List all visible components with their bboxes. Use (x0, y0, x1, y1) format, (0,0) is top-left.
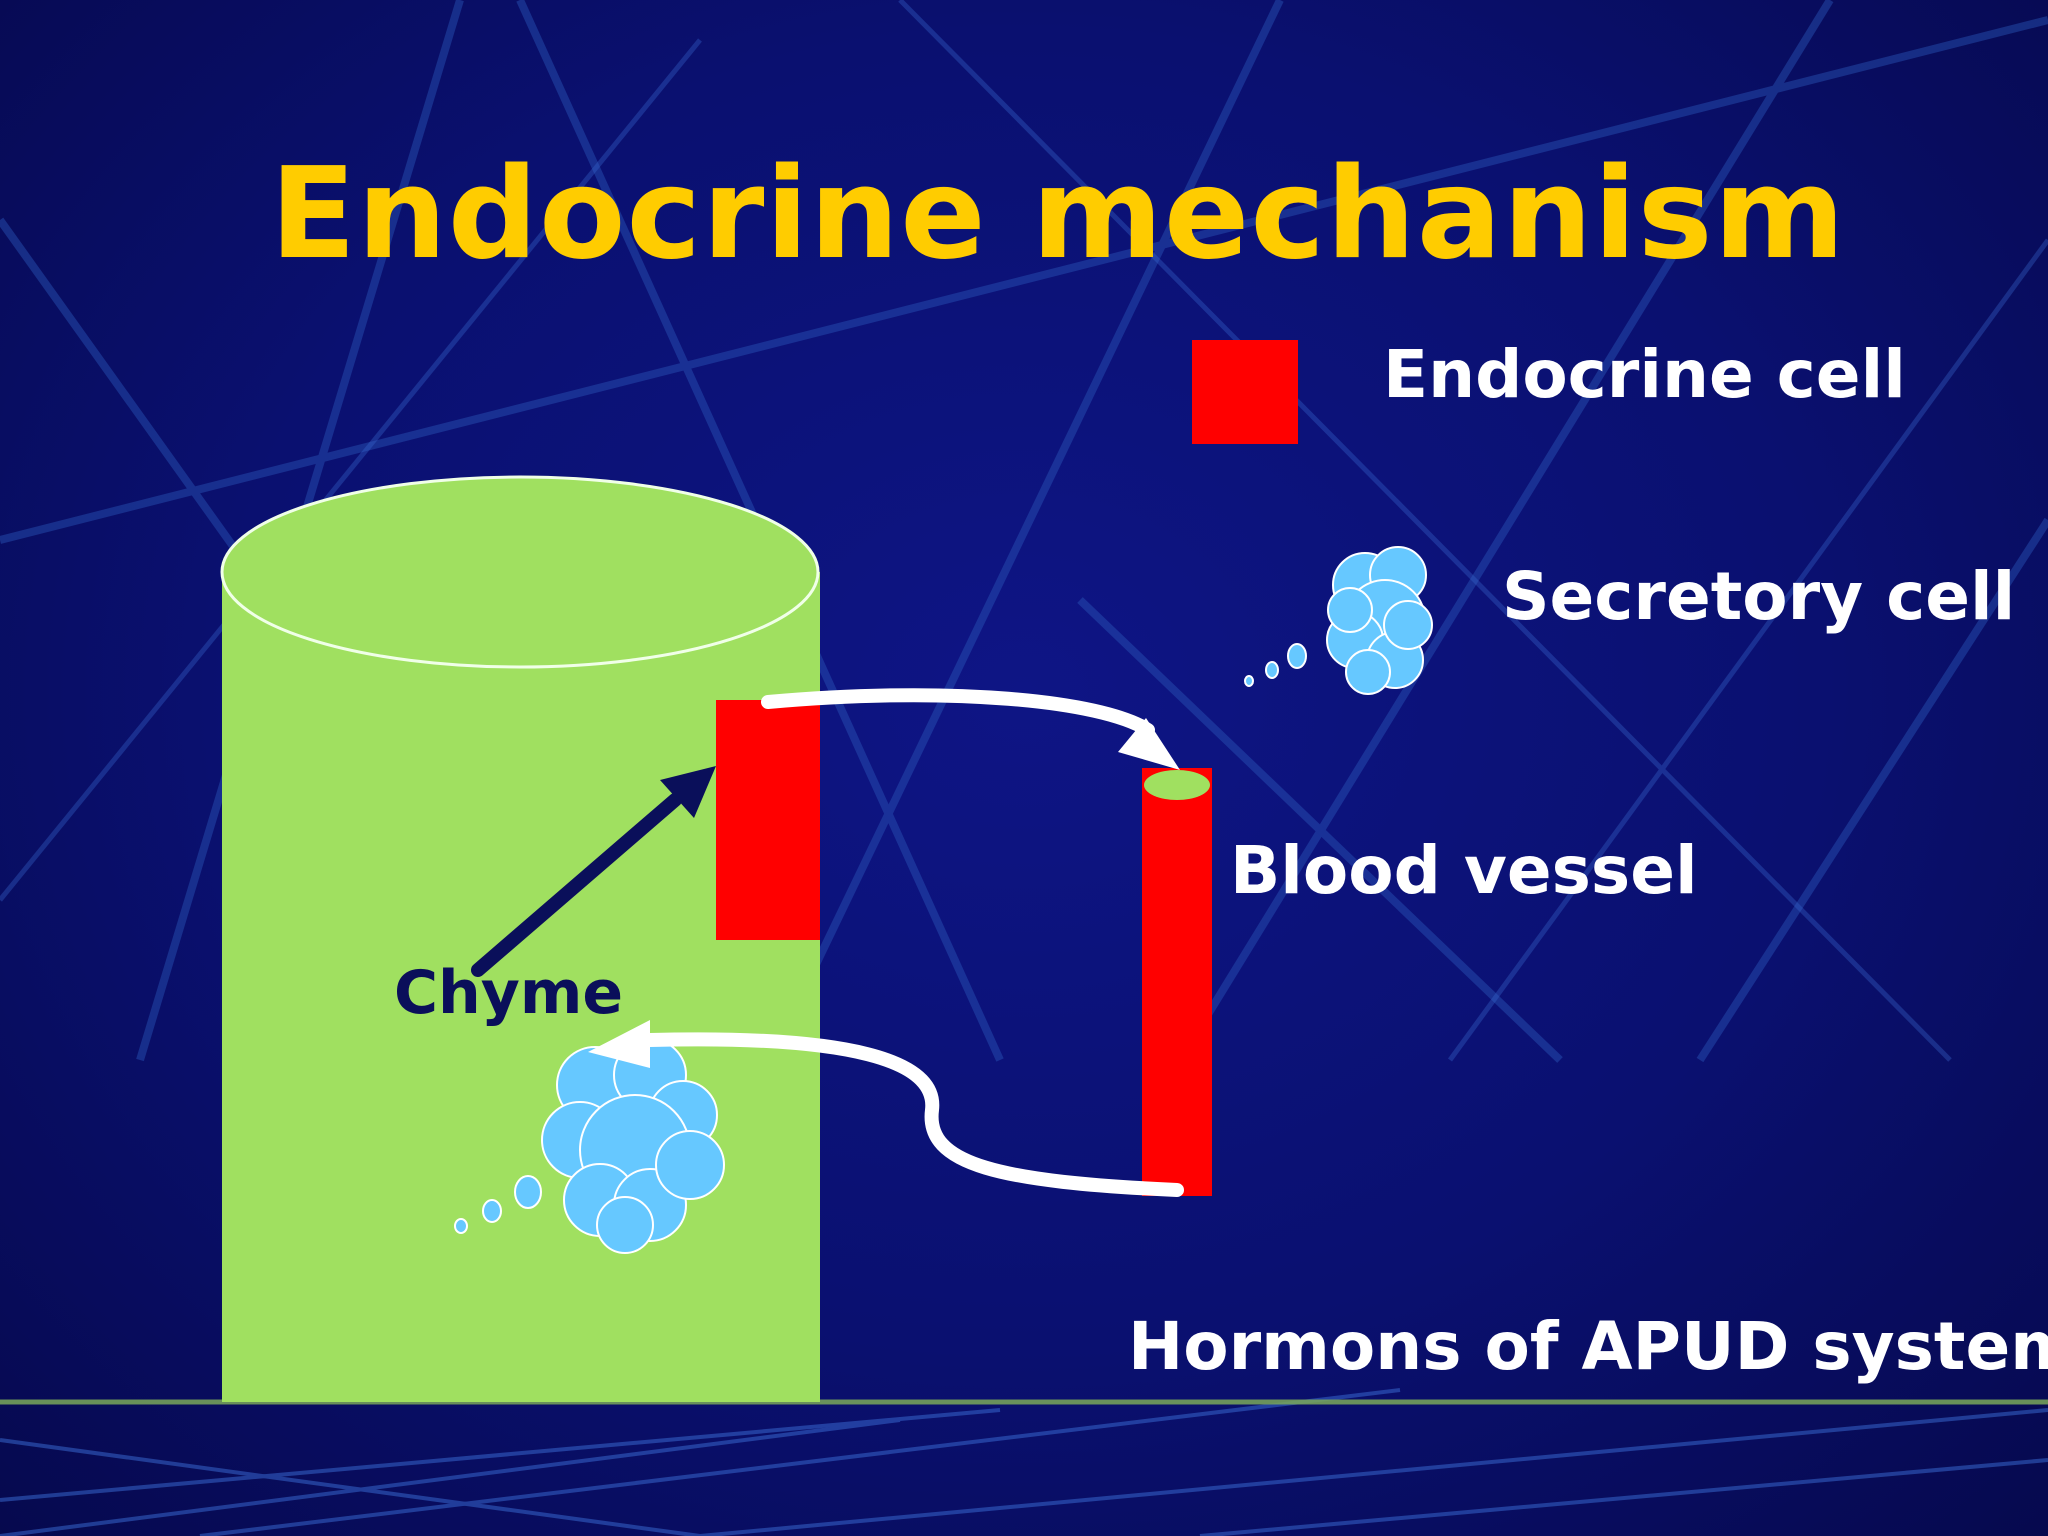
arrow-blood-vessel-to-secretory-cell (588, 1020, 1184, 1197)
bubble-medium (482, 1199, 502, 1223)
arrow-chyme-to-endocrine-cell (471, 766, 716, 977)
blood-vessel-label: Blood vessel (1230, 832, 1698, 909)
apud-label: Hormons of APUD system (1128, 1308, 2048, 1385)
legend-bubble-small (1244, 675, 1254, 687)
legend-secretory-cell-label: Secretory cell (1502, 558, 2016, 635)
blood-vessel (1142, 768, 1212, 1196)
slide-title: Endocrine mechanism (270, 140, 1846, 287)
legend-endocrine-cell-label: Endocrine cell (1383, 336, 1906, 413)
chyme-label: Chyme (394, 958, 624, 1028)
secretory-cloud (541, 1038, 725, 1254)
blood-vessel-body (1142, 768, 1212, 1196)
arrow-endocrine-to-blood-vessel (761, 688, 1180, 770)
secretory-cell (454, 1038, 725, 1254)
legend-secretory-cloud (1326, 546, 1433, 695)
endocrine-cell (716, 700, 820, 940)
blood-vessel-opening (1144, 770, 1210, 800)
legend-endocrine-cell (1192, 340, 1298, 444)
legend-bubble-medium (1265, 661, 1279, 679)
legend-bubble-large (1287, 643, 1307, 669)
bubble-large (514, 1175, 542, 1209)
bubble-small (454, 1218, 468, 1234)
legend-secretory-cell (1244, 546, 1433, 695)
stomach-top (220, 475, 820, 669)
